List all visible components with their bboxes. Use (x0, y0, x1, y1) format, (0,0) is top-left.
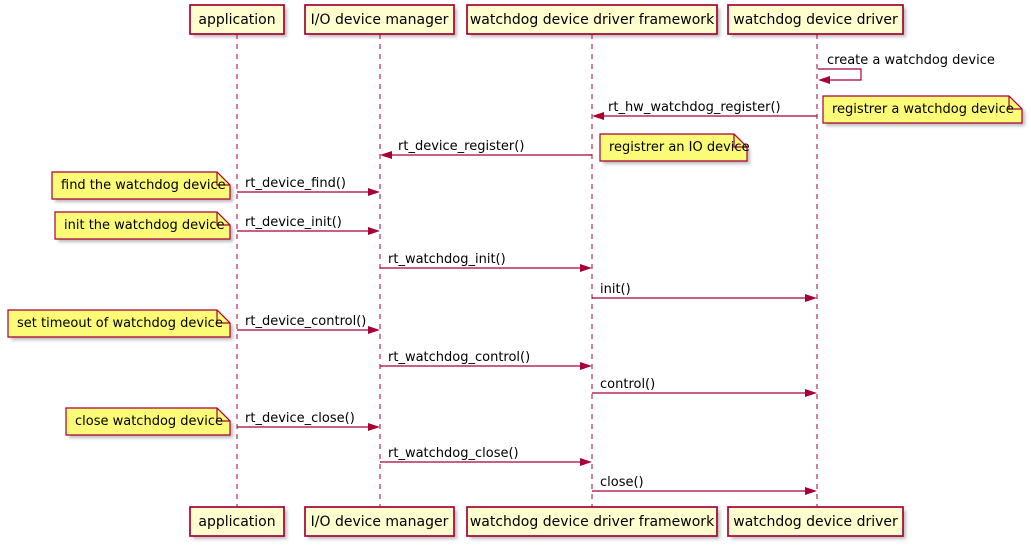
participants-bottom: application I/O device manager watchdog … (189, 506, 904, 537)
arrowhead-left-icon (592, 112, 604, 120)
participant-bottom-io-device-manager: I/O device manager (304, 506, 455, 537)
notes: registrer a watchdog device registrer an… (7, 95, 1023, 436)
note-fold-icon (216, 408, 230, 422)
message-close-label: close() (600, 475, 644, 490)
message-init-label: init() (600, 282, 631, 297)
note-fold-icon (1008, 96, 1022, 110)
note-registrer-a-watchdog-device: registrer a watchdog device (822, 95, 1023, 124)
arrowhead-right-icon (805, 389, 817, 397)
participant-bottom-application: application (189, 506, 285, 537)
note-init-the-watchdog-device: init the watchdog device (54, 211, 231, 240)
arrowhead-right-icon (368, 326, 380, 334)
svg-text:close watchdog device: close watchdog device (75, 414, 223, 429)
note-close-watchdog-device: close watchdog device (65, 407, 231, 436)
message-rt-device-register-label: rt_device_register() (398, 139, 524, 154)
svg-text:I/O device manager: I/O device manager (311, 12, 449, 28)
messages: create a watchdog device rt_hw_watchdog_… (237, 53, 995, 495)
svg-text:watchdog device driver: watchdog device driver (733, 514, 898, 530)
arrowhead-right-icon (580, 362, 592, 370)
note-fold-icon (733, 134, 747, 148)
message-rt-watchdog-close-label: rt_watchdog_close() (388, 446, 519, 461)
participant-bottom-watchdog-framework: watchdog device driver framework (466, 506, 718, 537)
arrowhead-right-icon (805, 487, 817, 495)
svg-text:application: application (198, 12, 275, 28)
message-rt-device-find-label: rt_device_find() (245, 176, 346, 191)
note-fold-icon (216, 212, 230, 226)
note-find-the-watchdog-device: find the watchdog device (51, 171, 231, 200)
arrowhead-left-icon (380, 151, 392, 159)
participant-top-watchdog-framework: watchdog device driver framework (466, 4, 718, 35)
arrowhead-right-icon (368, 188, 380, 196)
message-rt-watchdog-control-label: rt_watchdog_control() (388, 350, 530, 365)
arrowhead-right-icon (580, 458, 592, 466)
note-fold-icon (216, 172, 230, 186)
arrowhead-right-icon (368, 423, 380, 431)
svg-text:I/O device manager: I/O device manager (311, 514, 449, 530)
svg-text:watchdog device driver framewo: watchdog device driver framework (470, 514, 715, 530)
message-create-watchdog-label: create a watchdog device (827, 53, 995, 68)
arrowhead-right-icon (368, 227, 380, 235)
arrowhead-left-icon (818, 76, 830, 84)
svg-text:init the watchdog device: init the watchdog device (64, 218, 225, 233)
participants-top: application I/O device manager watchdog … (189, 4, 904, 35)
participant-top-watchdog-driver: watchdog device driver (727, 4, 904, 35)
participant-bottom-watchdog-driver: watchdog device driver (727, 506, 904, 537)
message-rt-device-close-label: rt_device_close() (245, 411, 355, 426)
note-fold-icon (216, 310, 230, 324)
svg-text:watchdog device driver framewo: watchdog device driver framework (470, 12, 715, 28)
message-rt-hw-watchdog-register-label: rt_hw_watchdog_register() (608, 100, 781, 115)
svg-text:registrer a watchdog device: registrer a watchdog device (832, 102, 1014, 117)
note-registrer-an-io-device: registrer an IO device (599, 133, 750, 162)
svg-text:set timeout of watchdog device: set timeout of watchdog device (17, 316, 223, 331)
svg-text:watchdog device driver: watchdog device driver (733, 12, 898, 28)
message-rt-watchdog-init-label: rt_watchdog_init() (388, 252, 506, 267)
message-create-watchdog-line (818, 68, 862, 81)
message-rt-device-init-label: rt_device_init() (245, 215, 342, 230)
svg-text:application: application (198, 514, 275, 530)
arrowhead-right-icon (805, 294, 817, 302)
arrowhead-right-icon (580, 264, 592, 272)
participant-top-io-device-manager: I/O device manager (304, 4, 455, 35)
message-control-label: control() (600, 377, 655, 392)
message-rt-device-control-label: rt_device_control() (245, 314, 366, 329)
svg-text:find the watchdog device: find the watchdog device (61, 178, 226, 193)
svg-text:registrer an IO device: registrer an IO device (609, 140, 750, 155)
participant-top-application: application (189, 4, 285, 35)
note-set-timeout-of-watchdog-device: set timeout of watchdog device (7, 309, 231, 338)
